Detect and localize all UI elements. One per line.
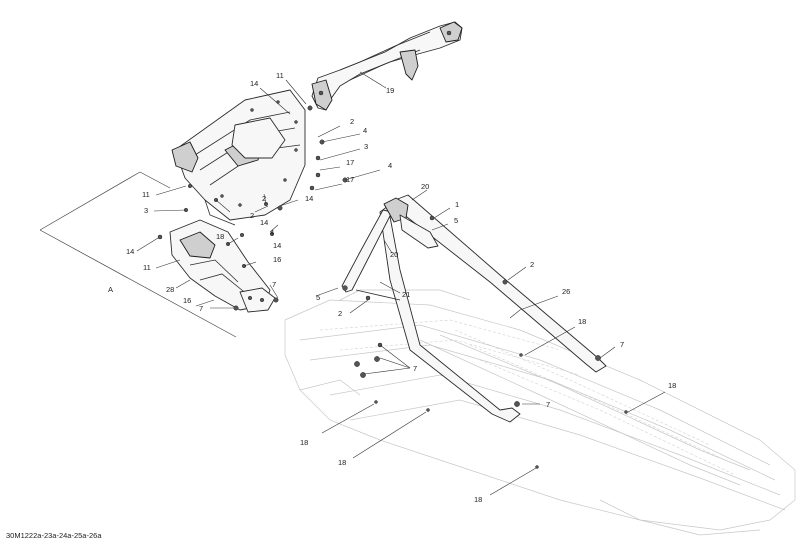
detail-a-frame	[39, 171, 237, 338]
diagram-code: 30M1222a-23a-24a-25a-26a	[6, 531, 102, 540]
rear-suspension-arms	[341, 194, 607, 423]
callout-17: 17	[346, 175, 354, 184]
callout-11: 11	[143, 263, 151, 272]
callout-17: 17	[346, 158, 354, 167]
callout-16: 16	[183, 296, 191, 305]
steering-support-part	[311, 21, 463, 111]
callout-1: 1	[455, 200, 459, 209]
callout-3: 3	[144, 206, 148, 215]
callout-a: A	[108, 285, 113, 294]
callout-18: 18	[668, 381, 676, 390]
callout-labels: 19 11 14 2 4 3 17 4 17 20 1 5 14 2 2 14 …	[108, 71, 676, 504]
tunnel-rivets	[354, 342, 628, 469]
callout-18: 18	[474, 495, 482, 504]
callout-3: 3	[364, 142, 368, 151]
callout-2: 2	[530, 260, 534, 269]
callout-7: 7	[199, 304, 203, 313]
callout-5: 5	[316, 293, 320, 302]
tunnel-ghost-outline	[284, 289, 796, 536]
callout-7: 7	[413, 364, 417, 373]
callout-4: 4	[388, 161, 392, 170]
callout-18: 18	[300, 438, 308, 447]
callout-4: 4	[270, 228, 274, 237]
lower-bracket-part	[157, 219, 279, 313]
callout-20: 20	[421, 182, 429, 191]
callout-16: 16	[273, 255, 281, 264]
callout-11: 11	[276, 71, 284, 80]
leader-lines	[136, 71, 666, 496]
callout-7: 7	[272, 280, 276, 289]
callout-20: 20	[390, 250, 398, 259]
callout-2: 2	[350, 117, 354, 126]
plate-fasteners	[183, 105, 348, 238]
front-frame-plate	[171, 89, 306, 226]
callout-18: 18	[338, 458, 346, 467]
callout-26: 26	[562, 287, 570, 296]
callout-2: 2	[262, 194, 266, 203]
callout-7: 7	[546, 400, 550, 409]
callout-14: 14	[126, 247, 134, 256]
callout-19: 19	[386, 86, 394, 95]
callout-14: 14	[250, 79, 258, 88]
callout-14: 14	[273, 241, 281, 250]
callout-18: 18	[578, 317, 586, 326]
callout-5: 5	[454, 216, 458, 225]
callout-2: 2	[338, 309, 342, 318]
callout-28: 28	[166, 285, 174, 294]
callout-17: 18	[216, 232, 224, 241]
callout-14: 14	[305, 194, 313, 203]
callout-14: 14	[260, 218, 268, 227]
callout-21: 21	[402, 290, 410, 299]
callout-11: 11	[142, 190, 150, 199]
callout-2: 2	[250, 211, 254, 220]
callout-4: 4	[363, 126, 367, 135]
callout-7: 7	[620, 340, 624, 349]
